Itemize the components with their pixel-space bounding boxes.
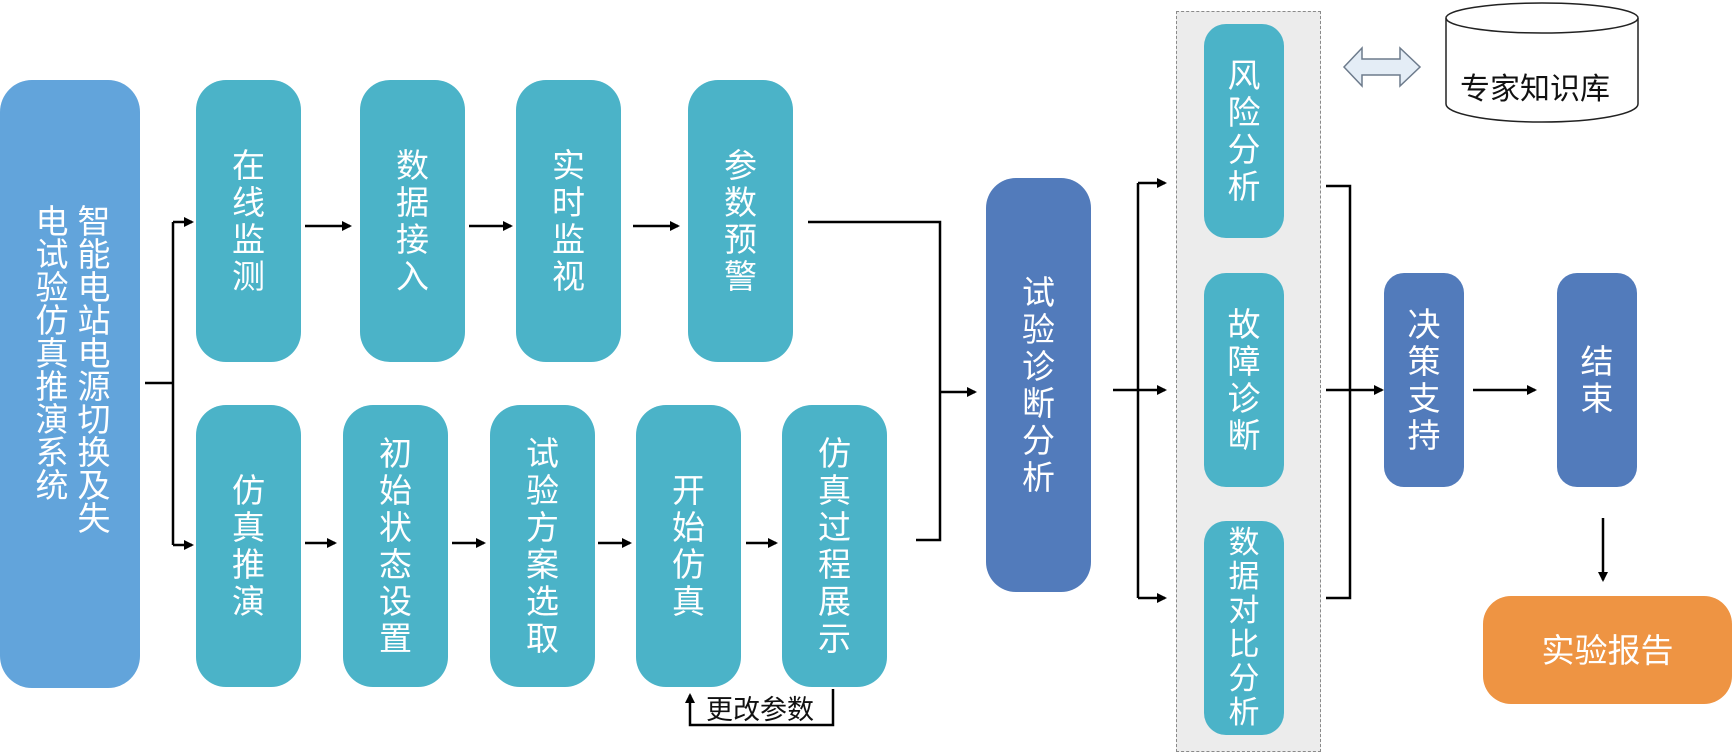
knowledge-base-icon	[1445, 2, 1639, 123]
node-data-comparison: 数据对比分析	[1204, 521, 1284, 735]
node-diagnosis: 试验诊断分析	[986, 178, 1091, 592]
double-arrow-icon	[1342, 46, 1422, 88]
node-label: 结束	[1580, 342, 1614, 418]
node-label: 故障诊断	[1227, 305, 1261, 455]
node-label: 初始状态设置	[379, 434, 412, 658]
node-label: 参数预警	[724, 146, 757, 296]
node-label: 实验报告	[1541, 630, 1674, 670]
node-simulation-display: 仿真过程展示	[782, 405, 887, 687]
loop-label: 更改参数	[706, 695, 814, 726]
node-end: 结束	[1557, 273, 1637, 487]
node-label: 风险分析	[1227, 56, 1261, 206]
node-realtime-monitor: 实时监视	[516, 80, 621, 362]
node-simulation-deduction: 仿真推演	[196, 405, 301, 687]
node-label: 试验诊断分析	[1022, 273, 1055, 497]
knowledge-base-label: 专家知识库	[1460, 72, 1610, 107]
node-report: 实验报告	[1483, 596, 1732, 704]
node-online-monitoring: 在线监测	[196, 80, 301, 362]
node-label: 数据接入	[396, 146, 429, 296]
node-data-access: 数据接入	[360, 80, 465, 362]
node-label: 开始仿真	[672, 471, 705, 621]
node-test-plan: 试验方案选取	[490, 405, 595, 687]
node-label: 试验方案选取	[526, 434, 559, 658]
node-fault-diagnosis: 故障诊断	[1204, 273, 1284, 487]
main-system-label: 智能电站电源切换及失电试验仿真推演系统	[30, 204, 111, 534]
node-label: 数据对比分析	[1228, 525, 1260, 731]
node-label: 在线监测	[232, 146, 265, 296]
node-decision-support: 决策支持	[1384, 273, 1464, 487]
node-label: 仿真推演	[232, 471, 265, 621]
node-start-simulation: 开始仿真	[636, 405, 741, 687]
node-initial-state: 初始状态设置	[343, 405, 448, 687]
node-label: 实时监视	[552, 146, 585, 296]
node-label: 决策支持	[1407, 305, 1441, 455]
node-risk-analysis: 风险分析	[1204, 24, 1284, 238]
node-label: 仿真过程展示	[818, 434, 851, 658]
main-system-node: 智能电站电源切换及失电试验仿真推演系统	[0, 80, 140, 688]
node-parameter-warning: 参数预警	[688, 80, 793, 362]
